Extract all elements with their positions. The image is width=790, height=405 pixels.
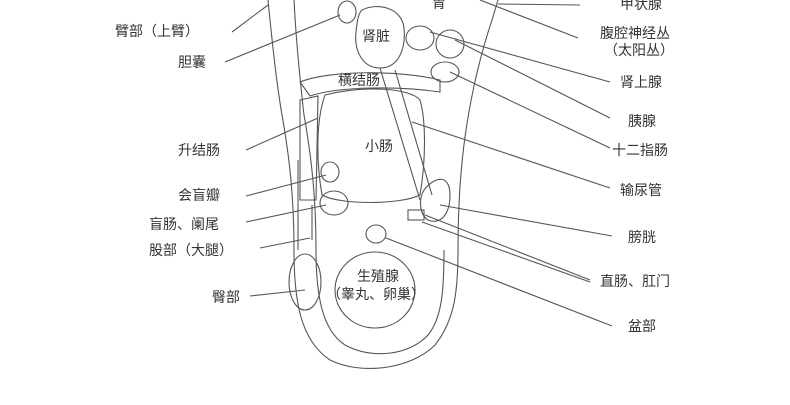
label-gallbladder: 胆囊 bbox=[178, 55, 206, 71]
buttocks-region bbox=[288, 253, 322, 311]
label-ileocecal-valve: 会盲瓣 bbox=[178, 188, 220, 204]
adrenal-region bbox=[405, 25, 435, 51]
label-kidney: 肾脏 bbox=[362, 29, 390, 45]
label-cecum-appendix: 盲肠、阑尾 bbox=[149, 217, 219, 233]
leader-ascending-colon bbox=[245, 117, 319, 151]
label-upper-arm: 臂部（上臂） bbox=[115, 24, 199, 40]
leader-buttocks bbox=[249, 289, 306, 297]
ascending-colon-region bbox=[299, 95, 319, 201]
ureter-line bbox=[379, 67, 421, 201]
label-gonad-detail: （睾丸、卵巢） bbox=[327, 287, 425, 303]
label-pelvis: 盆部 bbox=[628, 319, 656, 335]
pancreas-region bbox=[435, 29, 465, 59]
leader-cecum bbox=[245, 204, 327, 223]
label-thigh: 股部（大腿） bbox=[149, 243, 233, 259]
label-gonad: 生殖腺 bbox=[357, 269, 399, 285]
ureter-line-2 bbox=[394, 69, 433, 196]
leader-celiac bbox=[479, 0, 579, 39]
foot-outline bbox=[267, 0, 499, 369]
pelvis-region bbox=[365, 224, 387, 244]
cecum-region bbox=[319, 190, 349, 216]
label-pancreas: 胰腺 bbox=[628, 114, 656, 130]
leader-thigh bbox=[259, 237, 311, 249]
label-transverse-colon: 横结肠 bbox=[338, 73, 380, 89]
leader-rectum-2 bbox=[421, 221, 591, 283]
label-buttocks: 臀部 bbox=[212, 290, 240, 306]
label-stomach: 胃 bbox=[432, 0, 446, 12]
leader-duodenum bbox=[449, 71, 611, 149]
label-small-intestine: 小肠 bbox=[365, 139, 393, 155]
leader-thyroid bbox=[497, 3, 581, 6]
label-thyroid: 甲状腺 bbox=[620, 0, 662, 13]
leader-bladder bbox=[439, 204, 613, 237]
leader-pelvis bbox=[385, 237, 613, 327]
transverse-colon-region bbox=[299, 72, 441, 97]
leader-rectum bbox=[424, 214, 591, 281]
label-ureter: 输尿管 bbox=[620, 183, 662, 199]
label-adrenal: 肾上腺 bbox=[620, 75, 662, 91]
leader-adrenal bbox=[429, 31, 611, 83]
ileocecal-valve-region bbox=[320, 161, 340, 183]
leader-upper-arm bbox=[231, 4, 269, 33]
leader-ileocecal bbox=[245, 174, 327, 197]
leader-ureter bbox=[411, 121, 611, 189]
label-solar-plexus: （太阳丛） bbox=[604, 43, 674, 59]
rectum-region bbox=[407, 209, 425, 221]
bladder-region bbox=[419, 178, 451, 222]
gallbladder-region bbox=[337, 0, 357, 24]
duodenum-region bbox=[430, 61, 460, 83]
label-celiac-plexus: 腹腔神经丛 bbox=[600, 26, 670, 42]
label-duodenum: 十二指肠 bbox=[612, 143, 668, 159]
label-ascending-colon: 升结肠 bbox=[178, 143, 220, 159]
leader-pancreas bbox=[454, 39, 611, 119]
label-rectum-anus: 直肠、肛门 bbox=[600, 274, 670, 290]
gonad-region bbox=[334, 251, 416, 329]
label-bladder: 膀胱 bbox=[628, 230, 656, 246]
leader-gallbladder bbox=[224, 14, 341, 63]
